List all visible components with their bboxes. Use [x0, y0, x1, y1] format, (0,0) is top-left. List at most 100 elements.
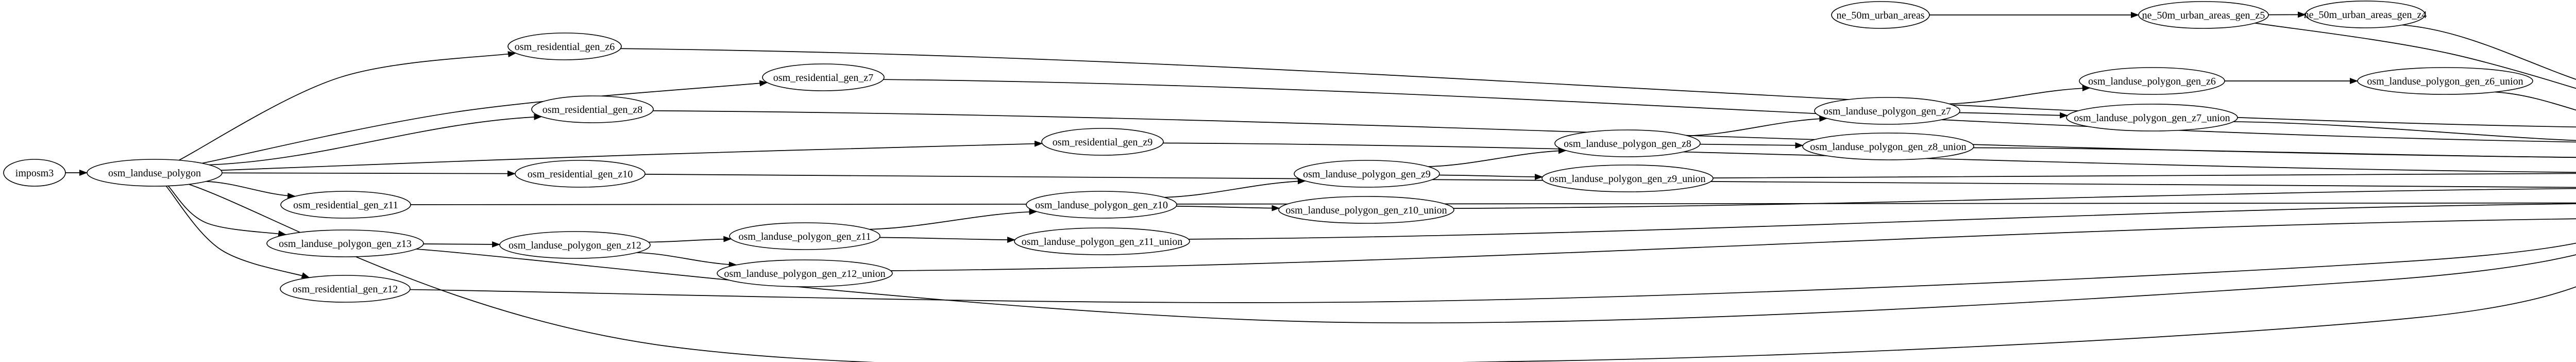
node-label: osm_residential_gen_z11	[293, 200, 398, 211]
node-osm_residential_gen_z11: osm_residential_gen_z11	[280, 191, 411, 219]
node-ellipse	[1541, 164, 1714, 192]
edge-osm_landuse_polygon_gen_z8-to-osm_landuse_polygon_gen_z7	[1687, 116, 1828, 137]
node-osm_landuse_polygon: osm_landuse_polygon	[87, 159, 223, 187]
edge-osm_landuse_polygon_gen_z12-to-osm_landuse_polygon_gen_z11	[648, 236, 732, 243]
node-osm_residential_gen_z9: osm_residential_gen_z9	[1041, 128, 1164, 156]
node-ellipse	[2066, 104, 2238, 131]
node-ellipse	[507, 32, 622, 60]
node-ellipse	[1554, 129, 1701, 157]
node-label: osm_residential_gen_z9	[1053, 137, 1153, 148]
node-label: osm_residential_gen_z12	[293, 284, 398, 295]
edge-osm_landuse_polygon-to-osm_residential_gen_z7	[202, 80, 768, 164]
node-label: ne_50m_urban_areas_gen_z4	[2304, 9, 2427, 21]
node-ellipse	[1014, 227, 1190, 255]
edge-osm_landuse_polygon_gen_z7_union-to-layer_landuse.z7	[2233, 121, 2576, 141]
edge-osm_landuse_polygon-to-osm_landuse_polygon_gen_z13	[167, 185, 287, 237]
node-ellipse	[1814, 97, 1960, 125]
node-label: osm_landuse_polygon_gen_z7_union	[2074, 112, 2230, 124]
node-label: ne_50m_urban_areas_gen_z5	[2142, 10, 2265, 21]
node-label: osm_landuse_polygon_gen_z7	[1823, 106, 1951, 117]
node-ellipse	[1026, 191, 1177, 219]
node-osm_landuse_polygon_gen_z6: osm_landuse_polygon_gen_z6	[2079, 67, 2225, 95]
node-label: osm_landuse_polygon_gen_z13	[279, 238, 412, 250]
node-ellipse	[87, 159, 223, 187]
edge-osm_landuse_polygon_gen_z7-to-osm_landuse_polygon_gen_z6	[1949, 85, 2091, 105]
node-ne_50m_urban_areas: ne_50m_urban_areas	[1831, 1, 1930, 29]
node-ne_50m_urban_areas_gen_z4: ne_50m_urban_areas_gen_z4	[2304, 1, 2427, 28]
node-osm_landuse_polygon_gen_z7: osm_landuse_polygon_gen_z7	[1814, 97, 1960, 125]
node-osm_residential_gen_z12: osm_residential_gen_z12	[280, 275, 411, 303]
node-label: osm_landuse_polygon_gen_z12_union	[724, 268, 885, 279]
node-label: osm_residential_gen_z6	[515, 41, 615, 53]
node-label: osm_landuse_polygon_gen_z10	[1035, 200, 1168, 211]
edge-osm_landuse_polygon_gen_z11-to-osm_landuse_polygon_gen_z10	[869, 208, 1038, 230]
edge-osm_landuse_polygon_gen_z10-to-osm_landuse_polygon_gen_z10_union	[1176, 205, 1280, 211]
edge-osm_landuse_polygon-to-layer_landuse.z14+	[189, 184, 2576, 362]
node-osm_landuse_polygon_gen_z12_union: osm_landuse_polygon_gen_z12_union	[717, 259, 893, 287]
edge-ne_50m_urban_areas_gen_z4-to-layer_landuse.z4	[2402, 24, 2576, 80]
node-ellipse	[531, 95, 654, 123]
edge-layer	[65, 11, 2576, 362]
node-osm_residential_gen_z8: osm_residential_gen_z8	[531, 95, 654, 123]
node-osm_landuse_polygon_gen_z8: osm_landuse_polygon_gen_z8	[1554, 129, 1701, 157]
edge-osm_landuse_polygon_gen_z10_union-to-layer_landuse.z10	[1453, 188, 2576, 209]
edge-osm_landuse_polygon_gen_z11_union-to-layer_landuse.z11	[1188, 203, 2576, 240]
edge-osm_residential_gen_z6-to-layer_landuse.z6	[620, 48, 2576, 128]
node-osm_residential_gen_z10: osm_residential_gen_z10	[515, 160, 646, 188]
node-ellipse	[3, 159, 66, 187]
edge-osm_landuse_polygon_gen_z12_union-to-layer_landuse.z12	[890, 218, 2576, 271]
node-label: osm_landuse_polygon_gen_z10_union	[1285, 205, 1447, 216]
node-label: osm_landuse_polygon	[108, 168, 201, 179]
node-ellipse	[717, 259, 893, 287]
node-osm_landuse_polygon_gen_z8_union: osm_landuse_polygon_gen_z8_union	[1802, 133, 1974, 160]
node-osm_landuse_polygon_gen_z7_union: osm_landuse_polygon_gen_z7_union	[2066, 104, 2238, 131]
node-ellipse	[2357, 67, 2533, 95]
node-label: ne_50m_urban_areas	[1836, 10, 1924, 21]
node-ellipse	[1294, 160, 1440, 188]
edge-osm_landuse_polygon-to-osm_residential_gen_z8	[209, 113, 543, 166]
edge-osm_landuse_polygon_gen_z8-to-osm_landuse_polygon_gen_z8_union	[1700, 142, 1804, 149]
node-label: osm_residential_gen_z10	[528, 169, 633, 180]
node-label: osm_landuse_polygon_gen_z9	[1303, 169, 1431, 180]
node-ellipse	[1278, 196, 1454, 224]
edge-osm_landuse_polygon_gen_z9-to-osm_landuse_polygon_gen_z8	[1428, 147, 1567, 167]
edge-osm_landuse_polygon-to-osm_residential_gen_z12	[165, 186, 310, 278]
node-label: osm_landuse_polygon_gen_z6_union	[2367, 76, 2523, 87]
node-label: osm_landuse_polygon_gen_z11	[738, 231, 871, 242]
node-osm_landuse_polygon_gen_z9_union: osm_landuse_polygon_gen_z9_union	[1541, 164, 1714, 192]
node-ellipse	[2305, 1, 2426, 28]
edge-osm_landuse_polygon-to-osm_residential_gen_z6	[178, 51, 516, 161]
node-ellipse	[2138, 1, 2269, 29]
node-osm_landuse_polygon_gen_z9: osm_landuse_polygon_gen_z9	[1294, 160, 1440, 188]
node-osm_landuse_polygon_gen_z6_union: osm_landuse_polygon_gen_z6_union	[2357, 67, 2533, 95]
edge-osm_residential_gen_z11-to-layer_landuse.z11	[410, 202, 2576, 205]
node-label: osm_residential_gen_z7	[773, 72, 873, 84]
node-ellipse	[515, 160, 646, 188]
edge-osm_landuse_polygon_gen_z12-to-osm_landuse_polygon_gen_z12_union	[636, 252, 737, 268]
edge-osm_residential_gen_z7-to-layer_landuse.z7	[883, 79, 2576, 143]
node-osm_landuse_polygon_gen_z11: osm_landuse_polygon_gen_z11	[729, 222, 880, 250]
node-label: osm_landuse_polygon_gen_z6	[2088, 76, 2216, 87]
node-ellipse	[280, 275, 411, 303]
node-osm_residential_gen_z7: osm_residential_gen_z7	[762, 63, 885, 91]
node-ellipse	[266, 229, 424, 257]
node-imposm3: imposm3	[3, 159, 66, 187]
node-label: osm_residential_gen_z8	[543, 104, 642, 116]
node-label: imposm3	[15, 168, 54, 179]
edge-osm_landuse_polygon_gen_z9-to-osm_landuse_polygon_gen_z9_union	[1439, 173, 1544, 180]
node-ellipse	[280, 191, 411, 219]
node-label: osm_landuse_polygon_gen_z8	[1564, 138, 1691, 150]
node-label: osm_landuse_polygon_gen_z11_union	[1022, 236, 1183, 248]
edge-osm_landuse_polygon_gen_z9_union-to-layer_landuse.z9	[1713, 173, 2576, 178]
node-osm_landuse_polygon_gen_z10: osm_landuse_polygon_gen_z10	[1026, 191, 1177, 219]
node-ellipse	[499, 231, 651, 259]
node-osm_landuse_polygon_gen_z11_union: osm_landuse_polygon_gen_z11_union	[1014, 227, 1190, 255]
node-ellipse	[1041, 128, 1164, 156]
node-label: osm_landuse_polygon_gen_z9_union	[1549, 173, 1705, 185]
node-osm_landuse_polygon_gen_z10_union: osm_landuse_polygon_gen_z10_union	[1278, 196, 1454, 224]
node-ellipse	[1831, 1, 1930, 29]
node-label: osm_landuse_polygon_gen_z8_union	[1810, 141, 1966, 153]
edge-osm_landuse_polygon_gen_z10-to-osm_landuse_polygon_gen_z9	[1164, 178, 1306, 198]
